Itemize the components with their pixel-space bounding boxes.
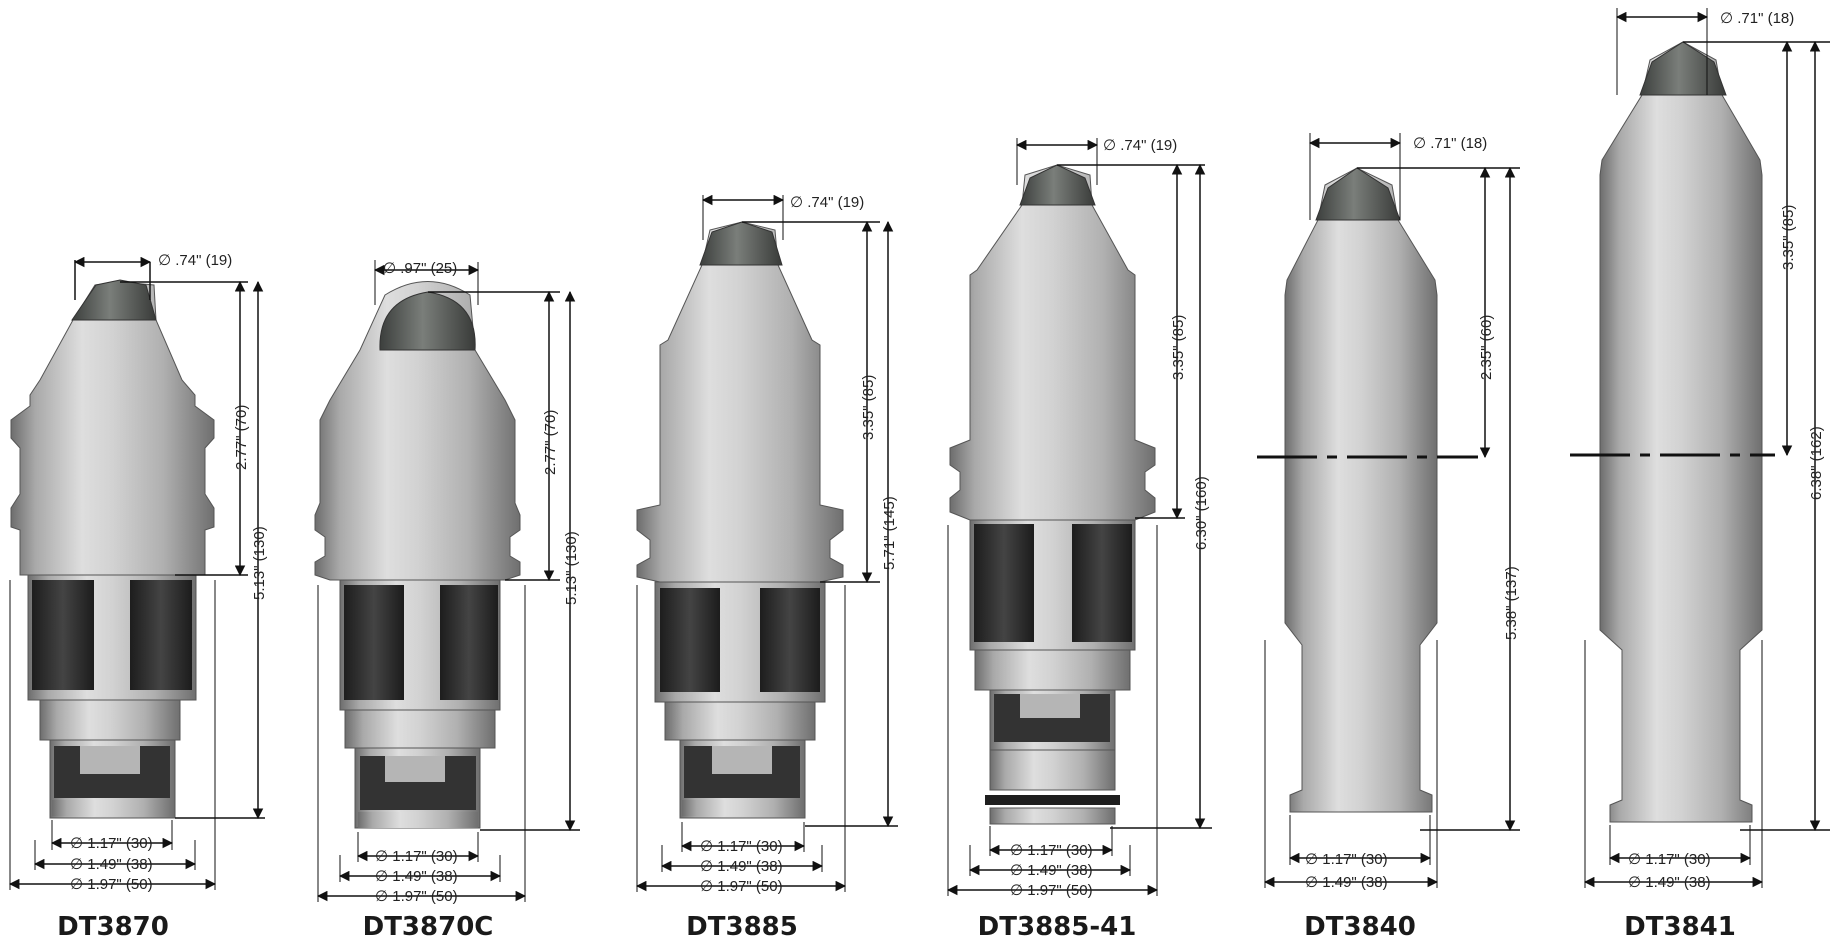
shank-diameter-1-label: ∅ 1.17" (30) [1010,842,1093,859]
tool-dt3840: ∅ .71" (18) 2.35" (60) 5.38" (137) ∅ 1.1… [1257,133,1520,942]
tool-body [636,221,844,819]
dimension-lines [1263,133,1520,888]
tip-diameter-label: ∅ .71" (18) [1413,135,1487,152]
head-length-label: 3.35" (85) [1170,315,1187,380]
model-name: DT3870C [363,912,494,942]
shank-diameter-2-label: ∅ 1.49" (38) [1628,874,1711,891]
dimension-lines [1583,8,1830,888]
shank-diameter-1-label: ∅ 1.17" (30) [1305,851,1388,868]
dimension-lines [8,256,265,890]
head-length-label: 2.77" (70) [233,405,250,470]
tip-diameter-label: ∅ .97" (25) [383,260,457,277]
tip-diameter-label: ∅ .74" (19) [1103,137,1177,154]
overall-length-label: 6.38" (162) [1808,426,1825,500]
model-name: DT3840 [1304,912,1416,942]
shank-diameter-1-label: ∅ 1.17" (30) [700,838,783,855]
head-length-label: 3.35" (85) [860,375,877,440]
shank-diameter-3-label: ∅ 1.97" (50) [70,876,153,893]
model-name: DT3841 [1624,912,1736,942]
shank-diameter-1-label: ∅ 1.17" (30) [375,848,458,865]
head-length-label: 2.35" (60) [1478,315,1495,380]
shank-diameter-2-label: ∅ 1.49" (38) [70,856,153,873]
dimension-lines [316,260,580,902]
head-length-label: 2.77" (70) [542,410,559,475]
shank-diameter-1-label: ∅ 1.17" (30) [1628,851,1711,868]
tip-diameter-label: ∅ .71" (18) [1720,10,1794,27]
model-name: DT3870 [57,912,169,942]
tool-body [1257,167,1478,813]
tool-body [1570,41,1775,823]
overall-length-label: 6.30" (160) [1193,476,1210,550]
overall-length-label: 5.38" (137) [1503,566,1520,640]
dimension-lines [946,138,1212,896]
shank-diameter-2-label: ∅ 1.49" (38) [375,868,458,885]
tool-body [949,164,1156,825]
shank-diameter-2-label: ∅ 1.49" (38) [1010,862,1093,879]
tool-dt3870c: ∅ .97" (25) 2.77" (70) 5.13" (130) ∅ 1.1… [314,260,580,942]
overall-length-label: 5.13" (130) [563,531,580,605]
tip-diameter-label: ∅ .74" (19) [158,252,232,269]
tool-dt3885-41: ∅ .74" (19) 3.35" (85) 6.30" (160) ∅ 1.1… [946,137,1212,942]
model-name: DT3885 [686,912,798,942]
tool-dt3870: ∅ .74" (19) 2.77" (70) 5.13" (130) ∅ 1.1… [8,252,268,942]
head-length-label: 3.35" (85) [1780,205,1797,270]
model-name: DT3885-41 [978,912,1137,942]
tool-body [314,281,521,829]
overall-length-label: 5.71" (145) [881,496,898,570]
overall-length-label: 5.13" (130) [251,526,268,600]
shank-diameter-1-label: ∅ 1.17" (30) [70,835,153,852]
tip-diameter-label: ∅ .74" (19) [790,194,864,211]
tool-body [10,279,215,819]
shank-diameter-3-label: ∅ 1.97" (50) [375,888,458,905]
dimension-lines [635,194,898,892]
shank-diameter-2-label: ∅ 1.49" (38) [1305,874,1388,891]
shank-diameter-2-label: ∅ 1.49" (38) [700,858,783,875]
tool-dt3885: ∅ .74" (19) 3.35" (85) 5.71" (145) ∅ 1.1… [635,194,898,942]
shank-diameter-3-label: ∅ 1.97" (50) [1010,882,1093,899]
shank-diameter-3-label: ∅ 1.97" (50) [700,878,783,895]
tool-dt3841: ∅ .71" (18) 3.35" (85) 6.38" (162) ∅ 1.1… [1570,8,1830,942]
